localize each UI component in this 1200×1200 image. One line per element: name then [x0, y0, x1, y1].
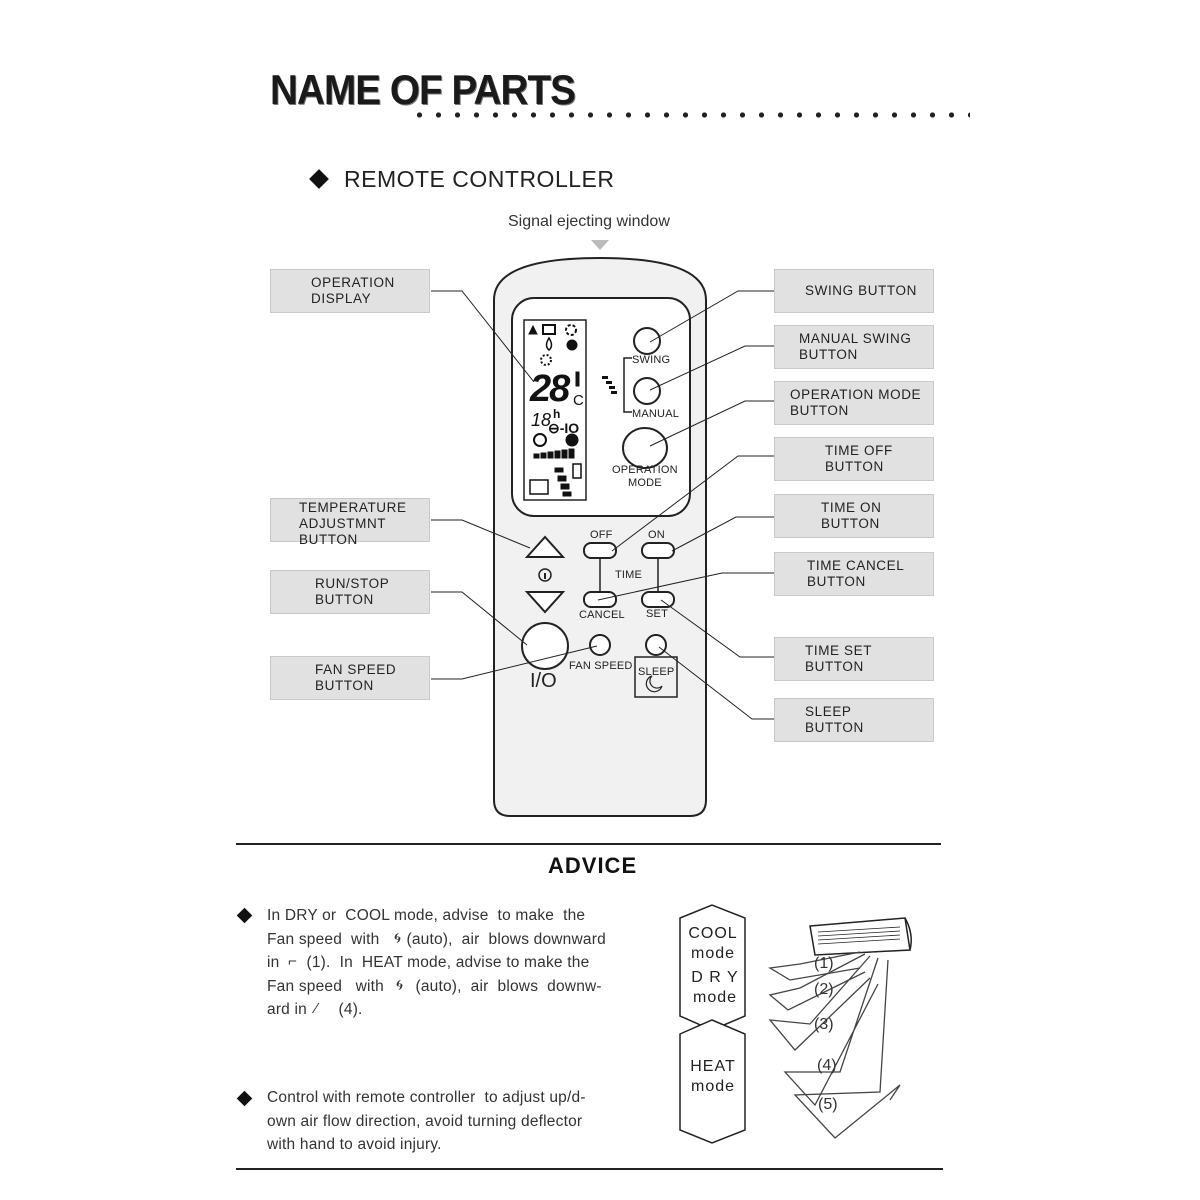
label-fan-speed: FAN SPEED BUTTON	[270, 656, 430, 700]
swing-text: SWING	[632, 354, 671, 366]
advice-item-1: In DRY or COOL mode, advise to make the …	[267, 907, 606, 1018]
label-manual-swing: MANUAL SWING BUTTON	[774, 325, 934, 369]
cool-dry-hexagon	[679, 904, 746, 1031]
section-heading: REMOTE CONTROLLER	[309, 166, 615, 193]
lcd-temperature: 28	[530, 368, 570, 410]
position-1: (1)	[814, 955, 834, 972]
manual-text: MANUAL	[632, 408, 680, 420]
time-text: TIME	[615, 569, 643, 581]
airflow-arrows	[768, 951, 901, 1139]
sleep-frame	[634, 656, 678, 698]
signal-window-caption: Signal ejecting window	[508, 213, 670, 230]
mode-hexagons	[679, 904, 746, 1144]
lcd-cycle-icon	[542, 324, 556, 335]
swing-indicator-icon	[602, 376, 617, 394]
lcd-unit: C	[573, 392, 584, 409]
label-sleep: SLEEP BUTTON	[774, 698, 934, 742]
lcd-sun-icon	[565, 324, 577, 336]
advice-title: ADVICE	[548, 853, 638, 878]
dotted-rule	[410, 108, 970, 122]
lcd-speed-bars	[533, 448, 575, 459]
airflow-arrow-1	[768, 951, 861, 981]
run-stop-button	[521, 622, 569, 670]
time-off-button	[583, 542, 617, 559]
cancel-text: CANCEL	[579, 609, 625, 621]
advice-top-rule	[236, 843, 941, 845]
lcd-thermometer-icon	[575, 371, 580, 387]
position-4: (4)	[817, 1057, 837, 1074]
lcd-star-icon	[540, 354, 552, 366]
label-time-on: TIME ON BUTTON	[774, 494, 934, 538]
lcd-fan2-icon	[565, 433, 579, 447]
position-2: (2)	[814, 981, 834, 998]
lcd-hour: h	[553, 407, 561, 421]
on-text: ON	[648, 529, 665, 541]
swing-button	[633, 327, 661, 355]
label-time-off: TIME OFF BUTTON	[774, 437, 934, 481]
fan-speed-button	[589, 634, 611, 656]
lcd-drop-icon	[545, 336, 553, 351]
sleep-text: SLEEP	[638, 666, 675, 678]
airflow-arrow-3	[768, 955, 871, 1051]
mode-cool: COOL mode	[688, 925, 738, 962]
lcd-timer-symbol: ⊖-IO	[548, 420, 580, 436]
lcd-timer: 18	[531, 410, 552, 430]
label-operation-display: OPERATION DISPLAY	[270, 269, 430, 313]
sleep-button	[645, 634, 667, 656]
operation-mode-button	[622, 427, 668, 469]
off-text: OFF	[590, 529, 613, 541]
time-set-button	[641, 591, 675, 608]
leader-lines	[431, 290, 774, 720]
set-text: SET	[646, 608, 668, 620]
lcd-icons	[528, 324, 582, 497]
lcd-battery-icon	[572, 463, 582, 479]
flow-downward-icon: ⁄	[315, 1000, 318, 1017]
label-time-set: TIME SET BUTTON	[774, 637, 934, 681]
mode-heat: HEAT mode	[690, 1058, 736, 1095]
auto-fan-icon: 🌀︎	[396, 977, 404, 994]
moon-icon	[645, 675, 663, 693]
flow-horizontal-icon: ⌐	[288, 953, 297, 970]
position-3: (3)	[814, 1016, 834, 1033]
label-operation-mode: OPERATION MODE BUTTON	[774, 381, 934, 425]
advice-item-2: Control with remote controller to adjust…	[267, 1089, 586, 1153]
section-heading-text: REMOTE CONTROLLER	[344, 166, 615, 192]
lcd-swing-icon	[554, 467, 572, 497]
position-5: (5)	[818, 1096, 838, 1113]
mode-dry: D R Y mode	[691, 969, 739, 1006]
lcd-unit-icon	[529, 479, 549, 495]
label-temperature-adjust: TEMPERATURE ADJUSTMNT BUTTON	[270, 498, 430, 547]
power-text: I/O	[530, 670, 557, 692]
fan-speed-text: FAN SPEED	[569, 660, 633, 672]
heat-hexagon	[679, 1019, 746, 1144]
page-title: NAME OF PARTS	[270, 66, 576, 113]
airflow-arrow-5	[793, 959, 901, 1139]
auto-fan-icon: 🌀︎	[394, 930, 402, 947]
airflow-arrow-2	[768, 953, 866, 1011]
time-on-button	[641, 542, 675, 559]
manual-swing-button	[633, 377, 661, 405]
ac-unit-icon	[809, 917, 912, 956]
label-time-cancel: TIME CANCEL BUTTON	[774, 552, 934, 596]
temp-up-button	[524, 535, 566, 558]
operation-mode-text: OPERATION MODE	[612, 464, 678, 489]
label-swing: SWING BUTTON	[774, 269, 934, 313]
lcd-fan-icon	[566, 339, 578, 351]
advice-bottom-rule	[236, 1168, 943, 1170]
lcd-triangle-icon	[528, 324, 538, 335]
temp-down-button	[524, 591, 566, 614]
label-run-stop: RUN/STOP BUTTON	[270, 570, 430, 614]
lcd-spiral-icon	[533, 433, 547, 447]
airflow-arrow-4	[783, 957, 879, 1107]
info-icon	[538, 568, 552, 582]
signal-arrow-icon	[591, 240, 609, 250]
